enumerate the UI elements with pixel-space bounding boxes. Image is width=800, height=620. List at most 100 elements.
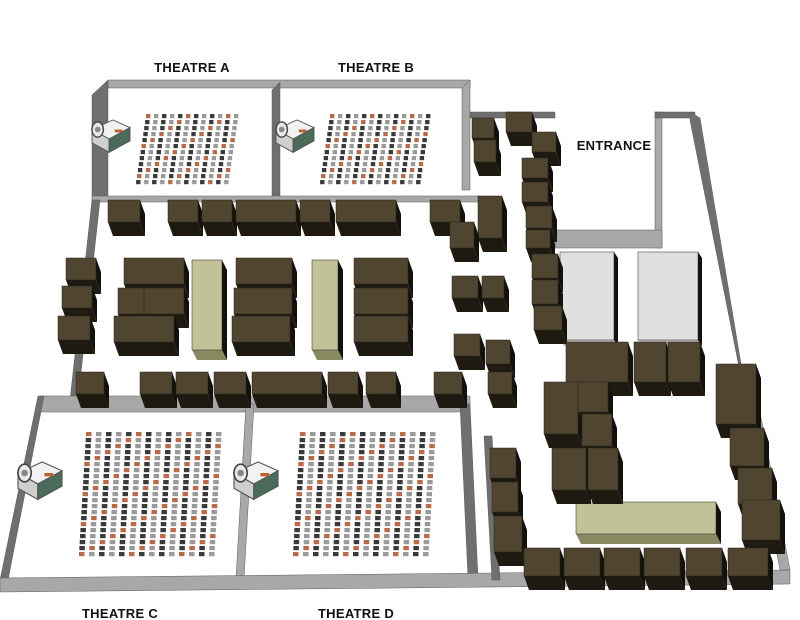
seat: [155, 156, 161, 161]
seat: [373, 546, 379, 551]
seat: [170, 528, 176, 533]
seat: [103, 468, 110, 473]
seat: [346, 486, 353, 491]
seat: [366, 138, 371, 143]
booth-17: [449, 221, 479, 262]
seat: [323, 546, 329, 551]
seat: [304, 528, 310, 533]
seat: [154, 456, 161, 461]
seat: [143, 132, 148, 137]
seat: [141, 144, 146, 149]
seat: [407, 474, 414, 479]
seat: [379, 444, 385, 449]
seat: [112, 486, 119, 491]
seat: [155, 438, 162, 443]
seat: [307, 480, 313, 485]
seat: [296, 492, 302, 497]
seat: [401, 168, 407, 173]
seat: [366, 486, 373, 491]
seat: [368, 456, 375, 461]
seat: [120, 528, 126, 533]
seat: [396, 486, 403, 491]
seat: [181, 504, 188, 509]
seat: [316, 486, 323, 491]
seat: [207, 132, 212, 137]
seat: [396, 498, 402, 503]
seat: [192, 498, 198, 503]
seat: [384, 126, 389, 131]
seat: [203, 474, 210, 479]
seat: [418, 450, 425, 455]
seat: [180, 150, 185, 155]
label-entrance: ENTRANCE: [577, 138, 652, 153]
seat: [165, 444, 171, 449]
booth-6: [335, 199, 401, 236]
seat: [129, 540, 136, 545]
seat: [313, 540, 320, 545]
seat: [159, 132, 164, 137]
projector-icon-theatre-a: [90, 119, 132, 154]
seat: [90, 522, 97, 527]
seat: [208, 126, 213, 131]
seat: [171, 156, 177, 161]
seat: [210, 534, 216, 539]
seat: [182, 486, 189, 491]
seat: [212, 498, 218, 503]
seat: [125, 444, 131, 449]
seat: [161, 504, 168, 509]
seat: [344, 522, 351, 527]
seat: [423, 132, 428, 137]
seat: [161, 120, 166, 125]
seat: [91, 516, 97, 521]
seat: [165, 438, 172, 443]
seat: [192, 486, 199, 491]
seat: [183, 132, 188, 137]
seat: [419, 156, 425, 161]
seat: [200, 528, 206, 533]
seat: [375, 510, 381, 515]
seat: [190, 528, 196, 533]
seat: [389, 144, 394, 149]
seat: [208, 180, 213, 185]
seat: [84, 462, 90, 467]
seat: [156, 432, 162, 437]
seat: [209, 552, 215, 557]
seat: [169, 546, 175, 551]
booth-53: [551, 447, 591, 504]
seat: [348, 462, 354, 467]
seat: [99, 540, 106, 545]
seat: [185, 438, 192, 443]
seat: [233, 120, 238, 125]
seat: [126, 432, 132, 437]
seat: [428, 450, 435, 455]
seat: [181, 516, 187, 521]
seat: [400, 126, 405, 131]
seat: [346, 114, 351, 119]
seat: [306, 486, 313, 491]
seat: [374, 138, 379, 143]
seat: [153, 120, 158, 125]
seat: [335, 510, 341, 515]
seat: [408, 126, 413, 131]
seat: [177, 120, 182, 125]
seat: [151, 132, 156, 137]
seat: [79, 540, 86, 545]
seat: [179, 546, 185, 551]
booth-1: [107, 199, 145, 236]
seat: [114, 462, 120, 467]
booth-28: [113, 315, 179, 356]
seat: [124, 456, 131, 461]
seat: [408, 456, 415, 461]
label-theatre-d: THEATRE D: [318, 606, 394, 620]
wall-entrance-left: [654, 111, 663, 249]
seat: [325, 504, 332, 509]
seat: [293, 540, 300, 545]
seat: [194, 456, 201, 461]
projector-icon-theatre-c: [16, 461, 64, 501]
seat: [378, 450, 385, 455]
seat: [347, 156, 353, 161]
booth-41: [365, 371, 401, 408]
seat: [329, 120, 334, 125]
seat: [377, 474, 384, 479]
seat: [423, 546, 429, 551]
